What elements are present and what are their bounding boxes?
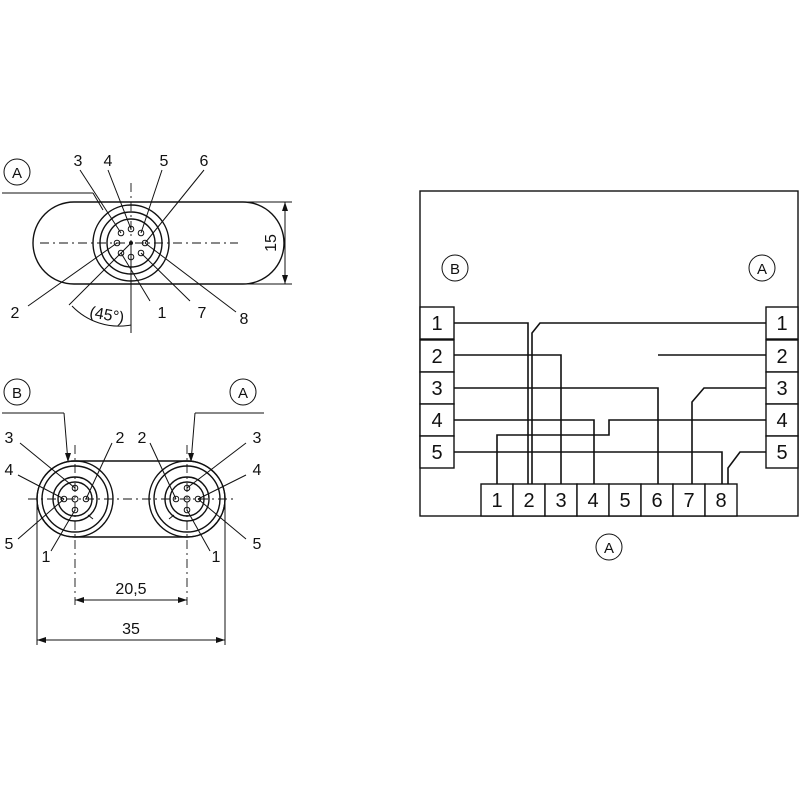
bottom-pin-label: 3: [555, 490, 566, 512]
pin-label: 3: [5, 430, 14, 447]
angle-label: (45°): [88, 304, 125, 327]
wires: [454, 322, 766, 484]
front-view: B A: [2, 378, 264, 645]
wire-b3: [454, 387, 659, 484]
right-pin-label: 5: [776, 442, 787, 464]
reference-label-a: A: [12, 165, 22, 182]
wire-a3: [691, 387, 766, 484]
left-pin-label: 1: [431, 313, 442, 335]
pin-label: 2: [138, 430, 147, 447]
wire-b1: [454, 322, 529, 484]
bottom-pin-label: 2: [523, 490, 534, 512]
pin-label: 4: [104, 153, 113, 170]
left-pin-boxes: 1 2 3 4 5: [419, 306, 455, 469]
wire-b2: [454, 354, 562, 484]
left-pin-label: 5: [431, 442, 442, 464]
bottom-pin-label: 1: [491, 490, 502, 512]
wire-a5: [727, 451, 766, 484]
angle-arc: [71, 305, 132, 327]
reference-circle-a: [3, 158, 31, 186]
wire-a1: [531, 322, 766, 484]
pin-label: 5: [5, 536, 14, 553]
pin-label: 7: [198, 305, 207, 322]
reference-label-a: A: [238, 385, 248, 402]
pin-label: 6: [200, 153, 209, 170]
pin-label: 2: [11, 305, 20, 322]
pin-label: 5: [160, 153, 169, 170]
bottom-pin-label: 4: [587, 490, 598, 512]
right-pin-boxes: 1 2 3 4 5: [765, 306, 799, 469]
pin-label: 1: [42, 549, 51, 566]
bottom-pin-label: 5: [619, 490, 630, 512]
dimension-width: 35: [122, 621, 140, 638]
right-pin-label: 2: [776, 346, 787, 368]
left-pin-label: 4: [431, 410, 442, 432]
right-pin-label: 4: [776, 410, 787, 432]
bottom-pin-label: 8: [715, 490, 726, 512]
wiring-label-b: B: [450, 261, 460, 278]
dimension-pitch: 20,5: [115, 581, 146, 598]
wiring-label-a-bottom: A: [604, 540, 614, 557]
pin-label: 2: [116, 430, 125, 447]
pin-label: 8: [240, 311, 249, 328]
bottom-pin-label: 6: [651, 490, 662, 512]
pin-label: 3: [253, 430, 262, 447]
wiring-frame: [419, 190, 799, 517]
left-pin-label: 2: [431, 346, 442, 368]
wire-b5: [454, 451, 723, 484]
wire-b4: [454, 419, 595, 484]
pin-label: 1: [158, 305, 167, 322]
pin-label: 1: [212, 549, 221, 566]
bottom-pin-label: 7: [683, 490, 694, 512]
bottom-pin-boxes: 1 2 3 4 5 6 7 8: [480, 483, 738, 517]
wiring-diagram: B A A 1 2 3 4 5: [419, 190, 799, 561]
dimension-height: 15: [263, 234, 280, 252]
pin-label: 3: [74, 153, 83, 170]
pin-label: 5: [253, 536, 262, 553]
right-pin-label: 1: [776, 313, 787, 335]
reference-label-b: B: [12, 385, 22, 402]
pin-label: 4: [253, 462, 262, 479]
wiring-label-a-top: A: [757, 261, 767, 278]
left-pin-label: 3: [431, 378, 442, 400]
wire-a4: [496, 419, 766, 484]
pin-label: 4: [5, 462, 14, 479]
top-view: A 3 4 5 6 2 1: [2, 153, 292, 333]
right-pin-label: 3: [776, 378, 787, 400]
